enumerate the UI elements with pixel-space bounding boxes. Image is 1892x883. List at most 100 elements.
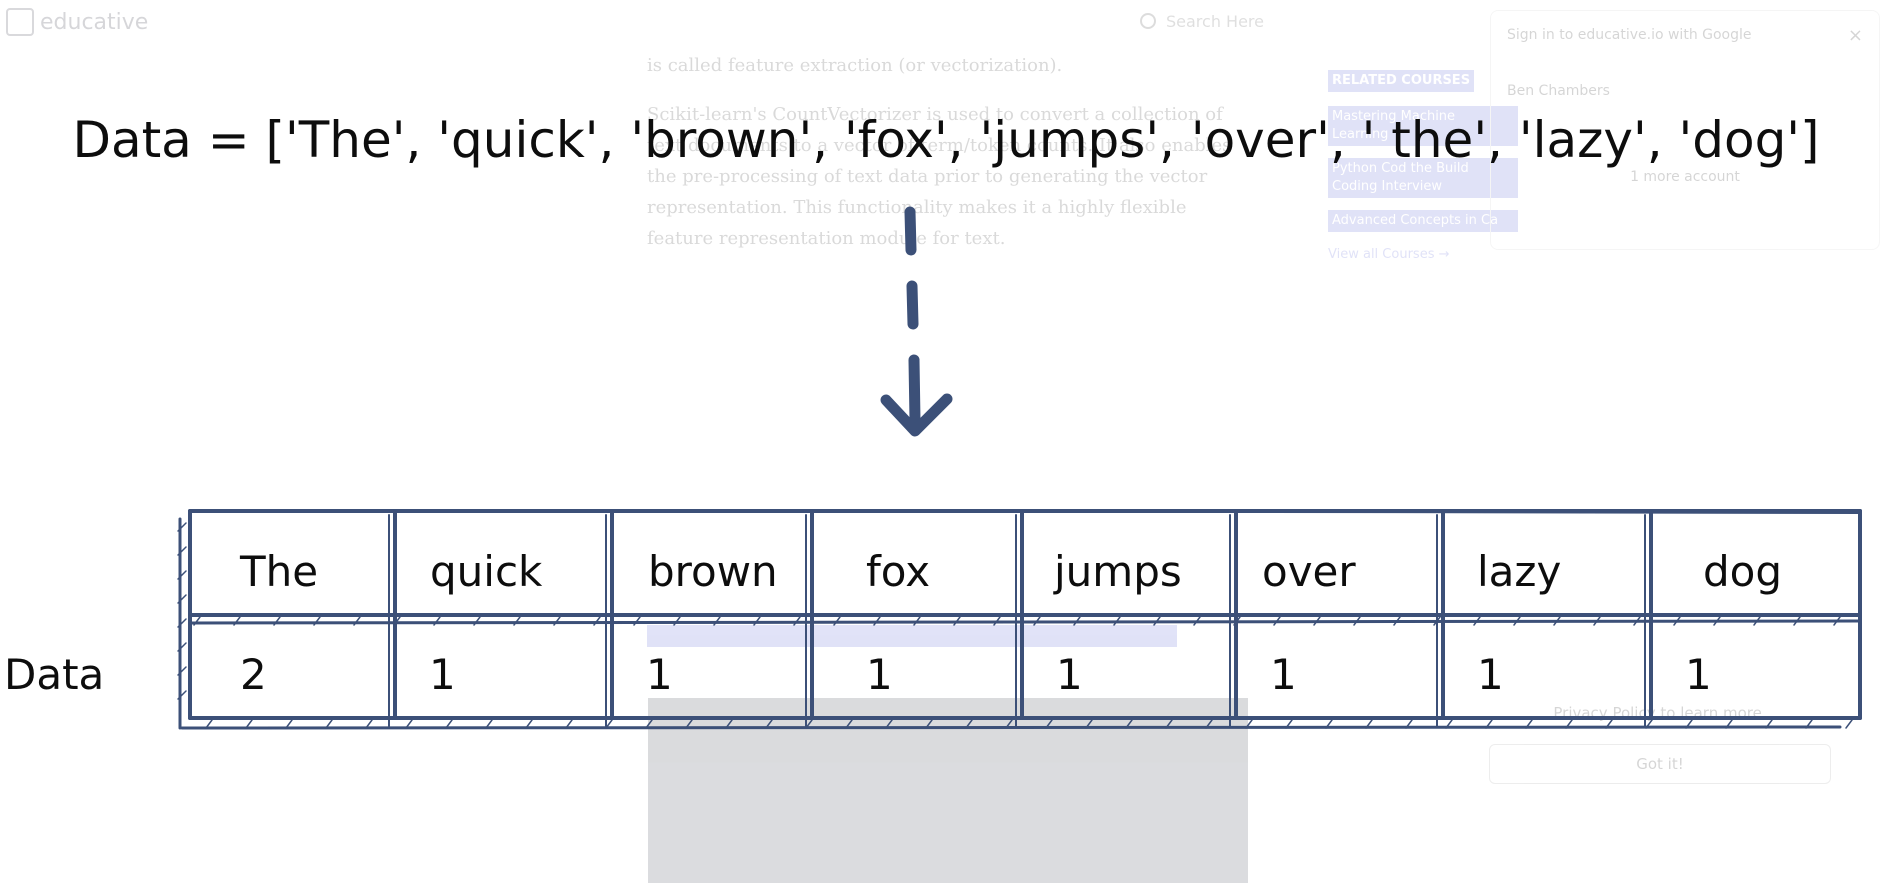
hatch-mark (765, 719, 773, 729)
hatch-mark (1553, 616, 1561, 626)
hatch-mark (845, 719, 853, 729)
token-cell: lazy (1477, 547, 1561, 596)
hatch-mark (1365, 719, 1373, 729)
hatch-mark (1073, 616, 1081, 626)
hatch-mark (177, 546, 187, 556)
search-icon (1140, 13, 1156, 29)
hatch-mark (313, 616, 321, 626)
hatch-mark (1565, 719, 1573, 729)
hatch-mark (353, 616, 361, 626)
count-cell: 1 (1270, 650, 1297, 699)
table-border-top-sketch (189, 509, 1861, 514)
hatch-mark (645, 719, 653, 729)
related-course-link[interactable]: Mastering Machine Learning (1328, 106, 1518, 146)
hatch-mark (1313, 616, 1321, 626)
hatch-mark (1765, 719, 1773, 729)
hatch-mark (1525, 719, 1533, 729)
hatch-mark (325, 719, 333, 729)
hatch-mark (177, 642, 187, 652)
code-tabs[interactable] (647, 625, 1177, 647)
token-cell: dog (1703, 547, 1782, 596)
hatch-mark (1285, 719, 1293, 729)
hatch-mark (273, 616, 281, 626)
hatch-mark (405, 719, 413, 729)
hatch-mark (245, 719, 253, 729)
hatch-mark (633, 616, 641, 626)
hatch-mark (1445, 719, 1453, 729)
hatch-mark (1605, 719, 1613, 729)
hatch-mark (965, 719, 973, 729)
article-paragraph: is called feature extraction (or vectori… (647, 55, 1063, 76)
hatch-mark (685, 719, 693, 729)
hatch-mark (605, 719, 613, 729)
view-all-courses-link[interactable]: View all Courses → (1328, 247, 1450, 262)
hatch-mark (1645, 719, 1653, 729)
account-name[interactable]: Ben Chambers (1507, 83, 1610, 99)
hatch-mark (1085, 719, 1093, 729)
related-course-link[interactable]: Python Cod the Build Coding Interview (1328, 158, 1518, 198)
hatch-mark (1633, 616, 1641, 626)
hatch-mark (1233, 616, 1241, 626)
arrow-dash (906, 280, 919, 330)
hatch-mark (1033, 616, 1041, 626)
hatch-mark (673, 616, 681, 626)
logo-icon (6, 8, 34, 36)
hatch-mark (1165, 719, 1173, 729)
hatch-mark (1433, 616, 1441, 626)
hatch-mark (473, 616, 481, 626)
more-accounts-link[interactable]: 1 more account (1630, 169, 1740, 185)
table-border-bottom-sketch (180, 725, 1842, 730)
hatch-mark (177, 618, 187, 628)
hatch-mark (1005, 719, 1013, 729)
hatch-mark (1485, 719, 1493, 729)
hatch-mark (565, 719, 573, 729)
hatch-mark (1205, 719, 1213, 729)
count-cell: 2 (240, 650, 267, 699)
hatch-mark (445, 719, 453, 729)
hatch-mark (1245, 719, 1253, 729)
hatch-mark (233, 616, 241, 626)
related-course-link[interactable]: Advanced Concepts in Ca (1328, 210, 1518, 232)
token-cell: brown (648, 547, 778, 596)
hatch-mark (1845, 719, 1853, 729)
hatch-mark (1725, 719, 1733, 729)
hatch-mark (485, 719, 493, 729)
close-icon[interactable]: × (1847, 25, 1863, 46)
hatch-mark (713, 616, 721, 626)
count-cell: 1 (1056, 650, 1083, 699)
table-divider-row-sketch (188, 619, 1862, 625)
hatch-mark (1405, 719, 1413, 729)
hatch-mark (433, 616, 441, 626)
count-cell: 1 (866, 650, 893, 699)
got-it-button[interactable]: Got it! (1489, 744, 1831, 784)
hatch-mark (1273, 616, 1281, 626)
search-bar[interactable]: Search Here (1140, 8, 1440, 34)
logo-text: educative (40, 9, 149, 35)
hatch-mark (1685, 719, 1693, 729)
count-cell: 1 (646, 650, 673, 699)
hatch-mark (177, 570, 187, 580)
hatch-mark (1113, 616, 1121, 626)
search-placeholder: Search Here (1166, 11, 1264, 31)
hatch-mark (177, 666, 187, 676)
token-cell: fox (866, 547, 930, 596)
hatch-mark (1713, 616, 1721, 626)
related-courses: RELATED COURSES Mastering Machine Learni… (1328, 70, 1518, 264)
hatch-mark (873, 616, 881, 626)
token-cell: The (239, 547, 318, 596)
educative-logo[interactable]: educative (6, 8, 148, 36)
hatch-mark (833, 616, 841, 626)
hatch-mark (1353, 616, 1361, 626)
hatch-mark (885, 719, 893, 729)
token-cell: quick (430, 547, 543, 596)
hatch-mark (925, 719, 933, 729)
signin-title: Sign in to educative.io with Google (1507, 27, 1752, 43)
hatch-mark (553, 616, 561, 626)
hatch-mark (1513, 616, 1521, 626)
hatch-mark (1753, 616, 1761, 626)
hatch-mark (753, 616, 761, 626)
hatch-mark (805, 719, 813, 729)
count-cell: 1 (1685, 650, 1712, 699)
